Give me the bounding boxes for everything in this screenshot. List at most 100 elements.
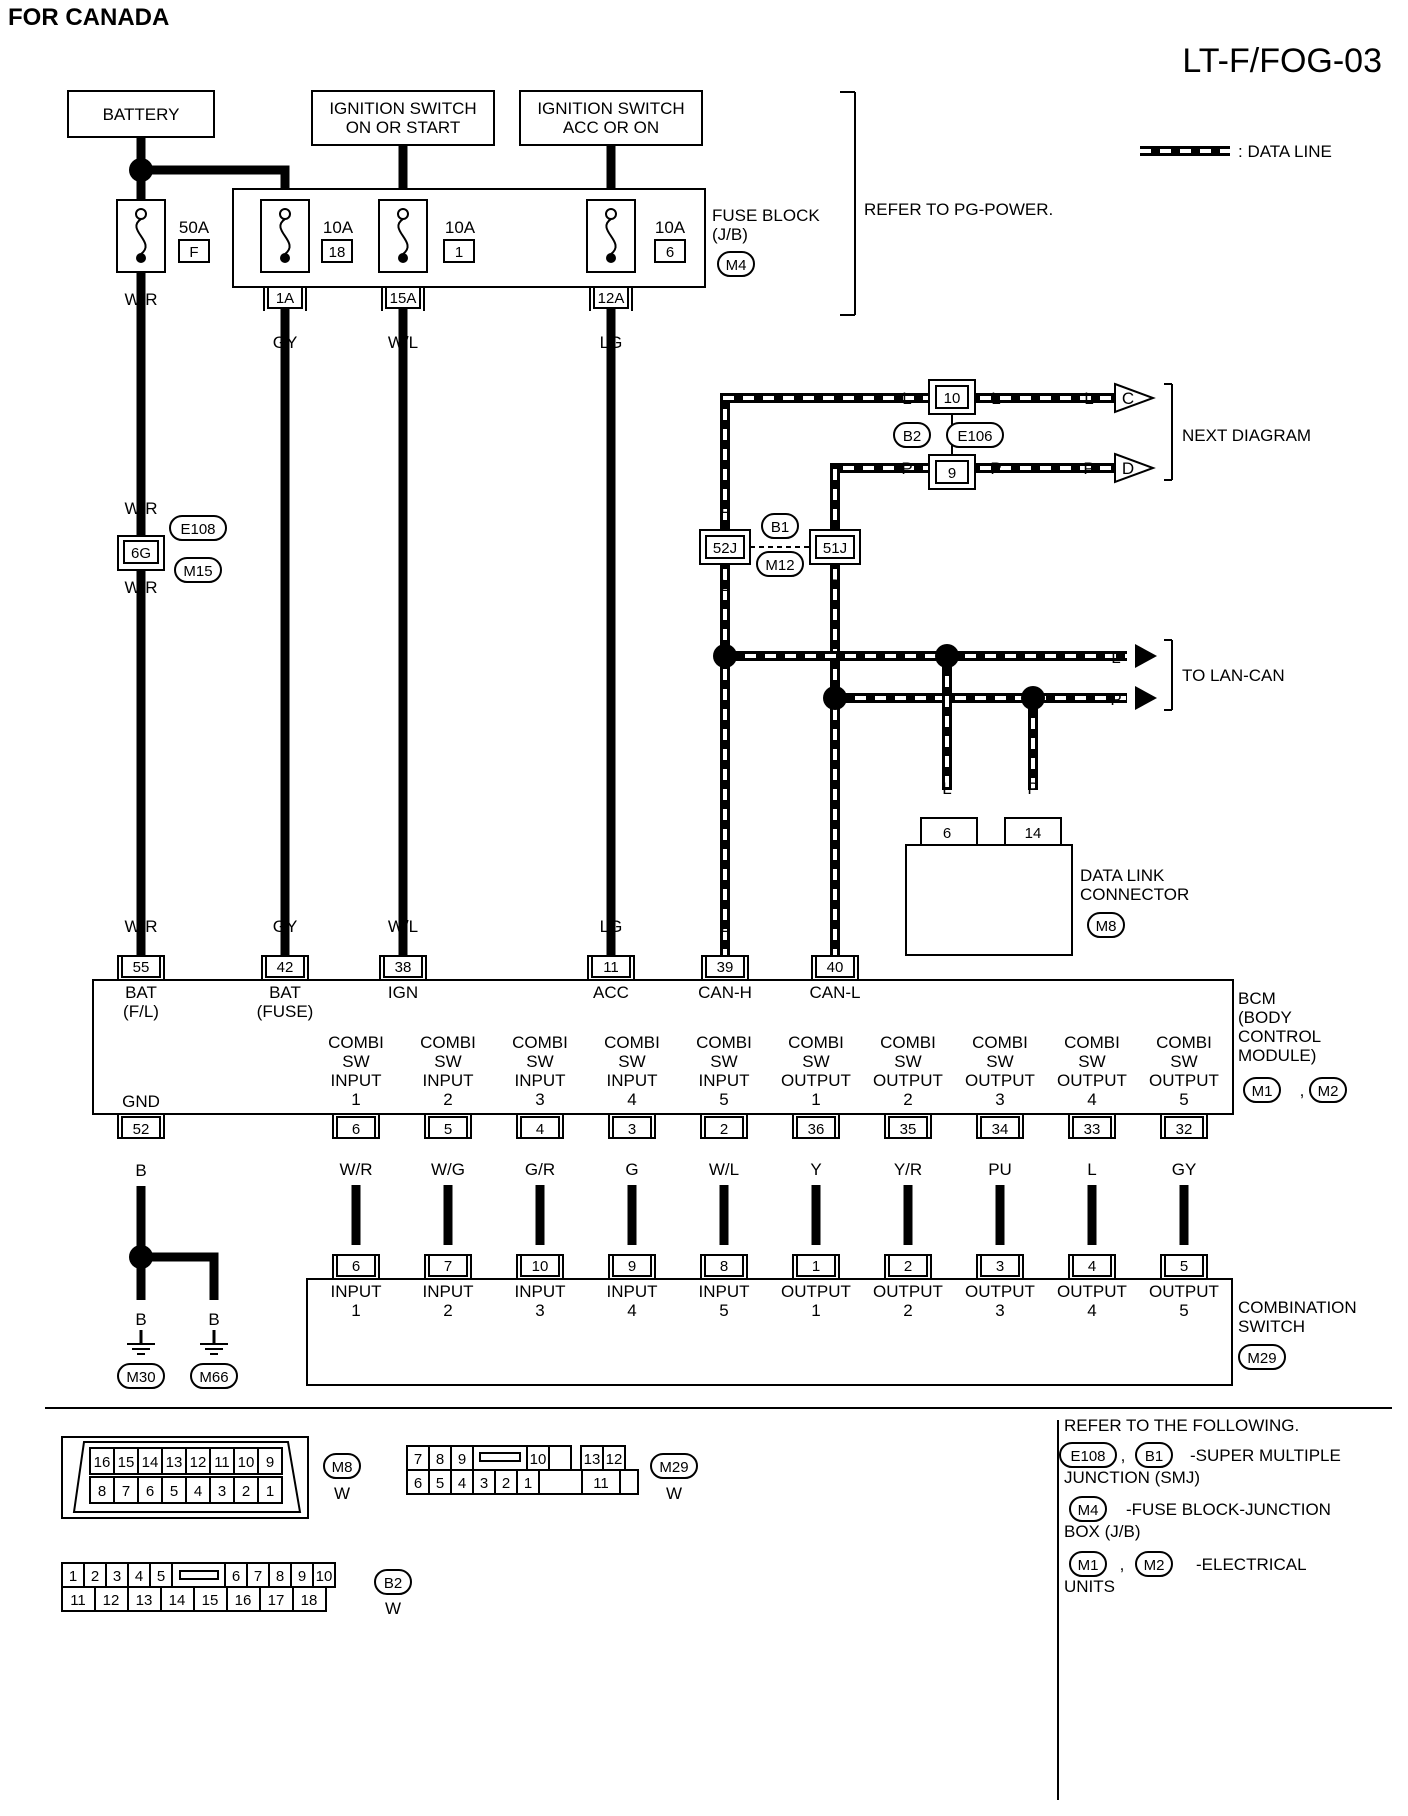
next-arrow-c-letter: C bbox=[1122, 389, 1134, 408]
fuse-50a-num-text: F bbox=[189, 244, 198, 261]
refer-code-b1 bbox=[1135, 1442, 1173, 1468]
bcm-pin-32-num: 32 bbox=[1176, 1121, 1193, 1138]
combi-switch-name: SWITCH bbox=[1238, 1317, 1305, 1336]
combi-pin-8-num: 8 bbox=[720, 1258, 728, 1275]
wire-color-combi-5: Y bbox=[810, 1160, 821, 1179]
bcm-bottom-label-0: 1 bbox=[351, 1090, 360, 1109]
conn-m29-pin-top-3: 10 bbox=[530, 1451, 547, 1468]
wire-color-gy-1: GY bbox=[273, 333, 298, 352]
wire-color-lan-p: P bbox=[1110, 690, 1121, 709]
ign-switch-2-box bbox=[519, 90, 703, 146]
next-code-b2-text: B2 bbox=[903, 428, 921, 445]
bcm-pin-11-num: 11 bbox=[603, 959, 619, 976]
wire-color-can-p-2: P bbox=[829, 576, 840, 595]
conn-b2-pin-top-1: 2 bbox=[91, 1568, 99, 1585]
conn-b2-code-text: B2 bbox=[384, 1575, 402, 1592]
bcm-pin-36-num: 36 bbox=[808, 1121, 825, 1138]
conn-b2-pin-top-2: 3 bbox=[113, 1568, 121, 1585]
fuse-10a-1-element bbox=[397, 218, 409, 255]
dlc-pin-14-bracket bbox=[1004, 817, 1062, 845]
fuse-50a-num bbox=[178, 239, 210, 263]
conn-b2-pin-top-6: 7 bbox=[254, 1568, 262, 1585]
next-arrow-c bbox=[1114, 382, 1156, 414]
wire-color-can-l-2: L bbox=[720, 576, 729, 595]
joint-code-m15-text: M15 bbox=[183, 563, 212, 580]
conn-b2-cell-bot-3 bbox=[160, 1586, 195, 1612]
combi-label-8: OUTPUT bbox=[1057, 1282, 1127, 1301]
fuse-block-code bbox=[717, 251, 755, 277]
conn-m29-blank-top-2 bbox=[548, 1445, 572, 1471]
conn-m8-pin-bot-2: 6 bbox=[146, 1483, 154, 1500]
bcm-pin-2-num: 2 bbox=[720, 1121, 728, 1138]
conn-m8-pin-top-1: 15 bbox=[118, 1454, 135, 1471]
bcm-bottom-label-9: 5 bbox=[1179, 1090, 1188, 1109]
bcm-bottom-label-4: 5 bbox=[719, 1090, 728, 1109]
conn-b2-pin-top-7: 8 bbox=[276, 1568, 284, 1585]
bcm-bottom-label-2: COMBI bbox=[512, 1033, 568, 1052]
bcm-pin-5-num: 5 bbox=[444, 1121, 452, 1138]
refer-comma-1: , bbox=[1121, 1446, 1126, 1465]
fuse-1-num-text: 1 bbox=[455, 244, 463, 261]
bcm-pin-6 bbox=[336, 1116, 376, 1139]
conn-m29-pin-bot-3: 3 bbox=[480, 1475, 488, 1492]
bcm-bottom-label-3: SW bbox=[618, 1052, 645, 1071]
can-l-splice-2 bbox=[1021, 686, 1045, 710]
bcm-name: MODULE) bbox=[1238, 1046, 1316, 1065]
bcm-bottom-label-7: SW bbox=[986, 1052, 1013, 1071]
bcm-bottom-label-4: COMBI bbox=[696, 1033, 752, 1052]
combi-pin-5 bbox=[1164, 1254, 1204, 1277]
combi-label-3: INPUT bbox=[607, 1282, 658, 1301]
wire-color-wr-2: W/R bbox=[124, 499, 157, 518]
bcm-pin-3 bbox=[612, 1116, 652, 1139]
conn-m8-cell-top-1 bbox=[113, 1447, 139, 1475]
wire-color-next-p3: P bbox=[1083, 459, 1094, 478]
bcm-code-m2 bbox=[1309, 1077, 1347, 1103]
refer-code-m4-text: M4 bbox=[1078, 1502, 1099, 1519]
bcm-bottom-label-1: COMBI bbox=[420, 1033, 476, 1052]
conn-m29-pin-top-1: 8 bbox=[436, 1451, 444, 1468]
bcm-bottom-label-5: OUTPUT bbox=[781, 1071, 851, 1090]
can-h-splice-2 bbox=[935, 644, 959, 668]
joint-51j-num: 51J bbox=[823, 540, 847, 557]
combi-label-0: INPUT bbox=[331, 1282, 382, 1301]
wire-color-can-l-1: L bbox=[720, 498, 729, 517]
bcm-bottom-label-0: COMBI bbox=[328, 1033, 384, 1052]
conn-m8-cell-top-0 bbox=[89, 1447, 115, 1475]
combi-label-3: 4 bbox=[627, 1301, 636, 1320]
joint-code-e108-text: E108 bbox=[180, 521, 215, 538]
fuse-6-num-text: 6 bbox=[666, 244, 674, 261]
conn-m29-color: W bbox=[666, 1484, 682, 1503]
bcm-top-label-0: (F/L) bbox=[123, 1002, 159, 1021]
conn-b2-cell-bot-4 bbox=[193, 1586, 228, 1612]
bcm-top-label-4: CAN-H bbox=[698, 983, 752, 1002]
refer-code-m2 bbox=[1135, 1551, 1173, 1577]
bcm-pin-4 bbox=[520, 1116, 560, 1139]
component-layer bbox=[45, 90, 1392, 1800]
bcm-pin-4-num: 4 bbox=[536, 1121, 544, 1138]
conn-m8-cell-top-7 bbox=[257, 1447, 283, 1475]
conn-m8-cell-bot-0 bbox=[89, 1476, 115, 1504]
bcm-pin-40-num: 40 bbox=[827, 959, 844, 976]
can-l-to-pin9-dash bbox=[833, 466, 940, 960]
bcm-gnd-label: GND bbox=[122, 1092, 160, 1111]
combi-pin-8 bbox=[704, 1254, 744, 1277]
bcm-pin-55 bbox=[121, 955, 161, 978]
legend-label: : DATA LINE bbox=[1238, 142, 1332, 161]
bcm-bottom-label-7: OUTPUT bbox=[965, 1071, 1035, 1090]
conn-m29-key bbox=[479, 1452, 521, 1462]
joint-code-b1-text: B1 bbox=[771, 519, 789, 536]
bcm-top-label-5: CAN-L bbox=[809, 983, 860, 1002]
conn-m29-pin-bot-4: 2 bbox=[502, 1475, 510, 1492]
refer-n2-text-1: -FUSE BLOCK-JUNCTION bbox=[1126, 1500, 1331, 1519]
next-diagram-label: NEXT DIAGRAM bbox=[1182, 426, 1311, 445]
bcm-pin-2 bbox=[704, 1116, 744, 1139]
wire-color-gnd-3: B bbox=[208, 1310, 219, 1329]
combi-pin-1 bbox=[796, 1254, 836, 1277]
next-code-e106-text: E106 bbox=[957, 428, 992, 445]
conn-b2-pin-bot-4: 15 bbox=[202, 1592, 219, 1609]
wire-color-bcm-top-3: LG bbox=[600, 917, 623, 936]
wire-color-combi-2: G/R bbox=[525, 1160, 555, 1179]
bcm-bottom-label-4: INPUT bbox=[699, 1071, 750, 1090]
wire-color-combi-4: W/L bbox=[709, 1160, 739, 1179]
fuse-50a-amp: 50A bbox=[179, 218, 210, 237]
